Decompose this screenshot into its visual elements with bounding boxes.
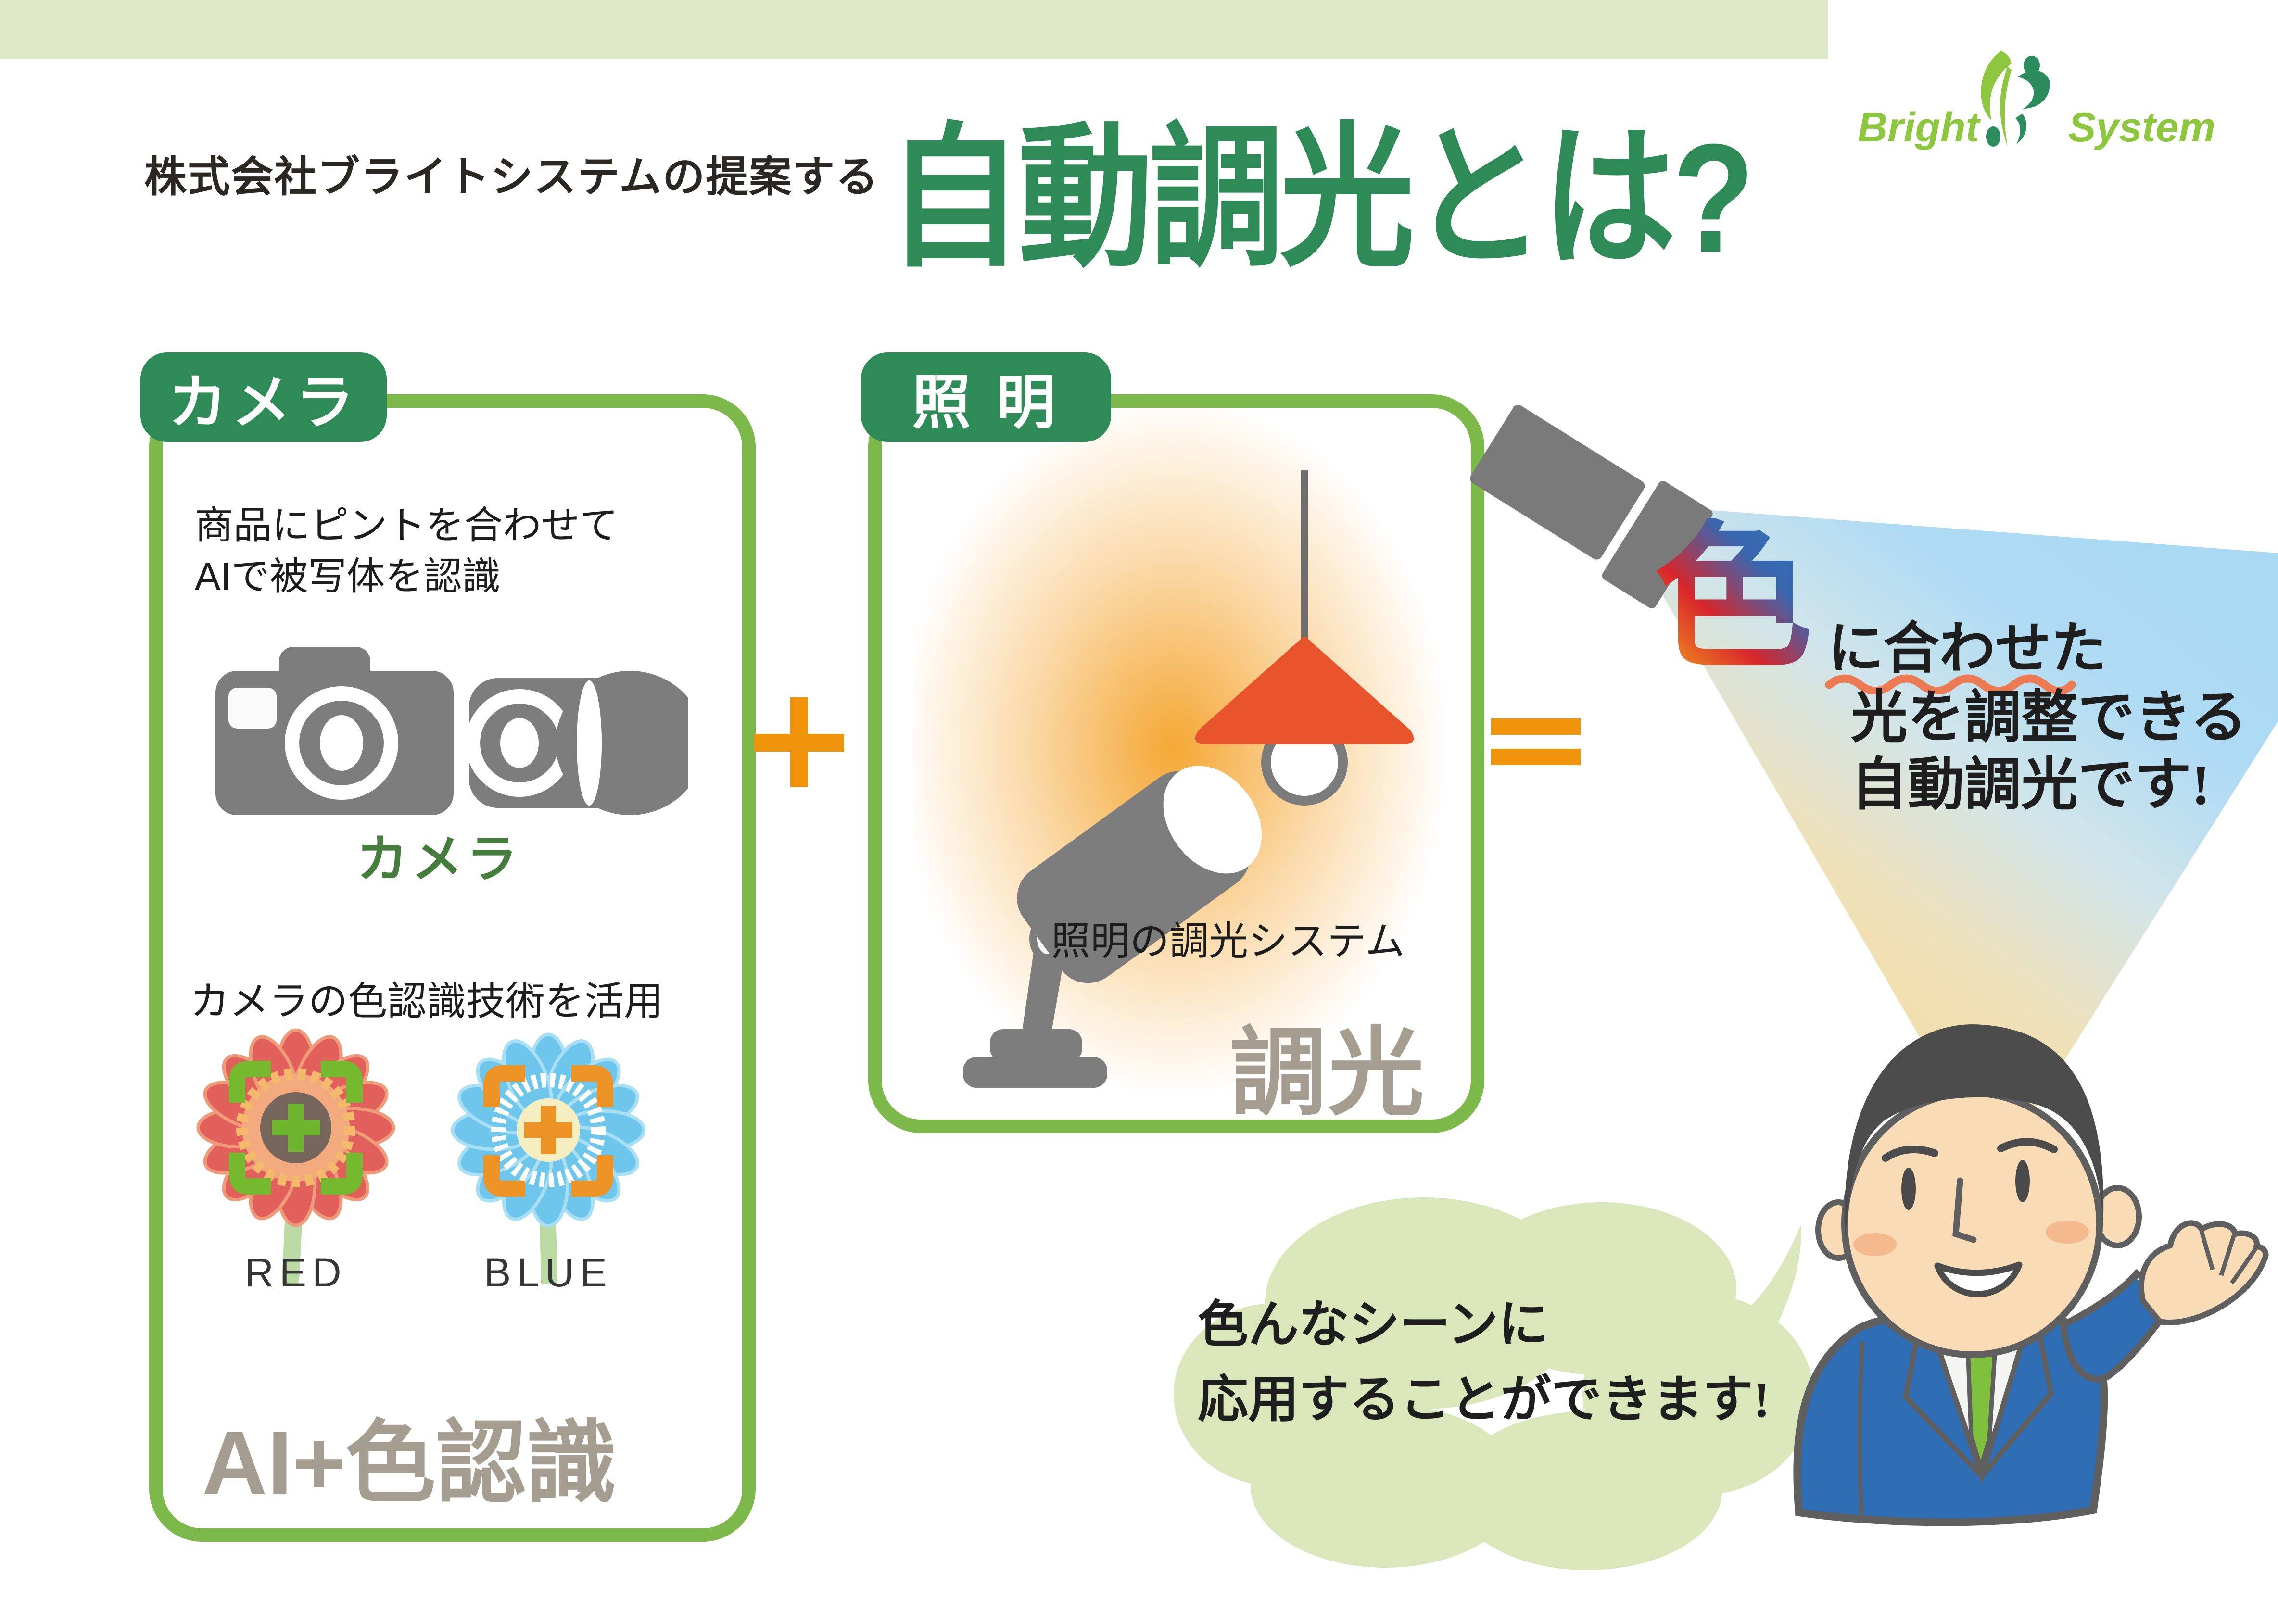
wavy-underline: [1825, 674, 2076, 694]
camera-section-box: [149, 394, 756, 1542]
orange-plus-marker-icon: [524, 1106, 572, 1154]
red-plus-marker-icon: [272, 1104, 320, 1152]
pendant-lamp-icon: [1195, 470, 1414, 806]
eyebrow-right: [1997, 1138, 2058, 1153]
camera-description: 商品にピントを合わせて AIで被写体を認識: [195, 500, 618, 602]
camera-box-footer: AI+色認識: [202, 1412, 617, 1513]
equals-sign: [1491, 749, 1581, 765]
header-subtitle: 株式会社ブライトシステムの提案する: [144, 154, 879, 201]
lighting-box-footer: 調光: [1229, 1020, 1426, 1127]
plus-sign: [790, 697, 808, 787]
header-band: [0, 0, 1828, 59]
speech-bubble-tail: [1698, 1224, 1802, 1390]
spotlight-icon: [963, 766, 1262, 1088]
logo-word-bright: Bright: [1858, 104, 1980, 151]
page-title: 自動調光とは?: [887, 112, 1755, 285]
presenter-man-illustration: [1793, 1024, 2269, 1526]
hair: [1844, 1024, 2104, 1241]
eyebrow-left: [1882, 1146, 1938, 1162]
eye-left: [1901, 1168, 1916, 1210]
speech-bubble: [1174, 1197, 1813, 1570]
lighting-section-label: 照 明: [861, 352, 1111, 442]
camera-desc-line2: AIで被写体を認識: [195, 554, 501, 598]
bubble-text-line2: 応用することができます!: [1198, 1372, 1770, 1428]
camera-desc-line1: 商品にピントを合わせて: [195, 504, 618, 547]
camera-section-label: カメラ: [140, 352, 387, 442]
open-hand: [2138, 1220, 2269, 1325]
color-recognition-caption: カメラの色認識技術を活用: [190, 980, 664, 1023]
dslr-camera-icon: [215, 647, 454, 815]
nose: [1952, 1177, 1977, 1243]
warm-light-glow: [914, 404, 1443, 1092]
camera-icons: [215, 647, 688, 815]
flower-recognition-graphic: [196, 1028, 646, 1284]
orange-focus-brackets-icon: [483, 1065, 613, 1197]
lighting-caption: 照明の調光システム: [1051, 919, 1405, 963]
result-line1: に合わせた: [1828, 618, 2107, 680]
blush-left: [1853, 1233, 1897, 1256]
result-line2: 光を調整できる: [1851, 686, 2247, 749]
color-kanji: 色: [1654, 509, 1812, 686]
blush-right: [2046, 1221, 2089, 1244]
lighting-icons: [963, 470, 1414, 1088]
result-line3: 自動調光です!: [1851, 754, 2211, 817]
lens-camera-icon: [466, 671, 688, 815]
red-focus-brackets-icon: [229, 1061, 363, 1195]
bubble-text-line1: 色んなシーンに: [1198, 1297, 1549, 1353]
blue-flower-label: BLUE: [484, 1250, 613, 1295]
equals-sign: [1491, 718, 1581, 735]
logo-word-system: System: [2068, 104, 2215, 151]
camera-icon-caption: カメラ: [356, 831, 521, 888]
eye-right: [2015, 1160, 2030, 1202]
bright-system-logo-mark-icon: [1981, 51, 2050, 147]
smiling-mouth: [1934, 1261, 2023, 1297]
red-flower-label: RED: [244, 1250, 347, 1295]
